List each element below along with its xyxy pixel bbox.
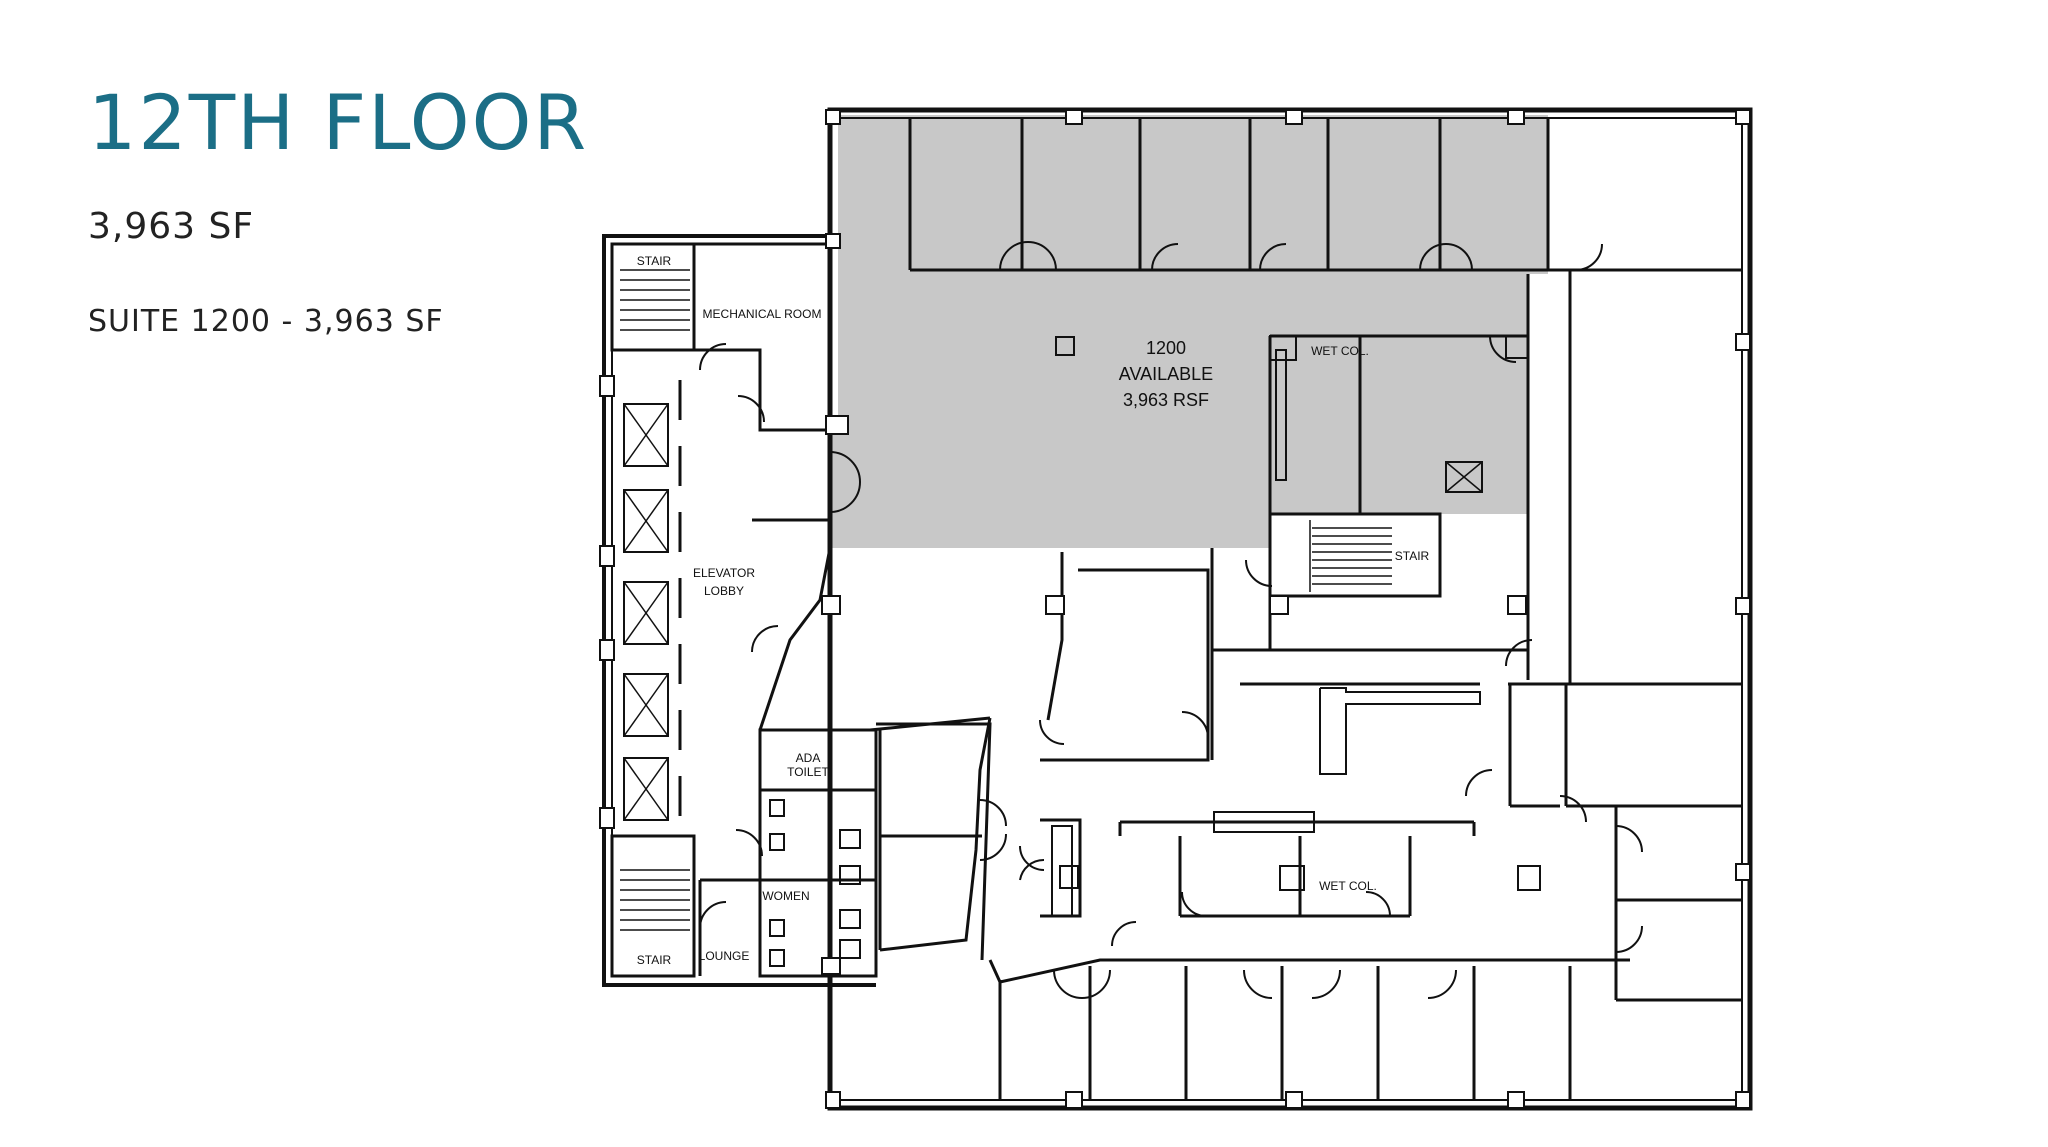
- suite-1200-label: 1200 AVAILABLE 3,963 RSF: [1119, 338, 1213, 410]
- suite-rsf: 3,963 RSF: [1123, 390, 1209, 410]
- structural-columns: [599, 109, 1751, 1109]
- label-stair-bottom: STAIR: [637, 953, 672, 967]
- label-elevator: ELEVATOR: [693, 566, 755, 580]
- label-women: WOMEN: [762, 889, 809, 903]
- label-lounge: LOUNGE: [699, 949, 750, 963]
- label-stair-core: STAIR: [1395, 549, 1430, 563]
- label-lobby: LOBBY: [704, 584, 744, 598]
- suite-1200-area[interactable]: [830, 115, 1548, 548]
- label-ada: ADA: [796, 751, 821, 765]
- label-toilet: TOILET: [787, 765, 829, 779]
- label-wet-col-top: WET COL.: [1311, 344, 1369, 358]
- door-swings: [699, 241, 1643, 999]
- suite-status: AVAILABLE: [1119, 364, 1213, 384]
- floor-area: 3,963 SF: [88, 206, 255, 247]
- label-wet-col-bottom: WET COL.: [1319, 879, 1377, 893]
- suite-area-line: SUITE 1200 - 3,963 SF: [88, 304, 444, 339]
- suite-number: 1200: [1146, 338, 1186, 358]
- label-mechanical-room: MECHANICAL ROOM: [703, 307, 822, 321]
- label-stair-top: STAIR: [637, 254, 672, 268]
- floor-title: 12TH FLOOR: [88, 78, 589, 167]
